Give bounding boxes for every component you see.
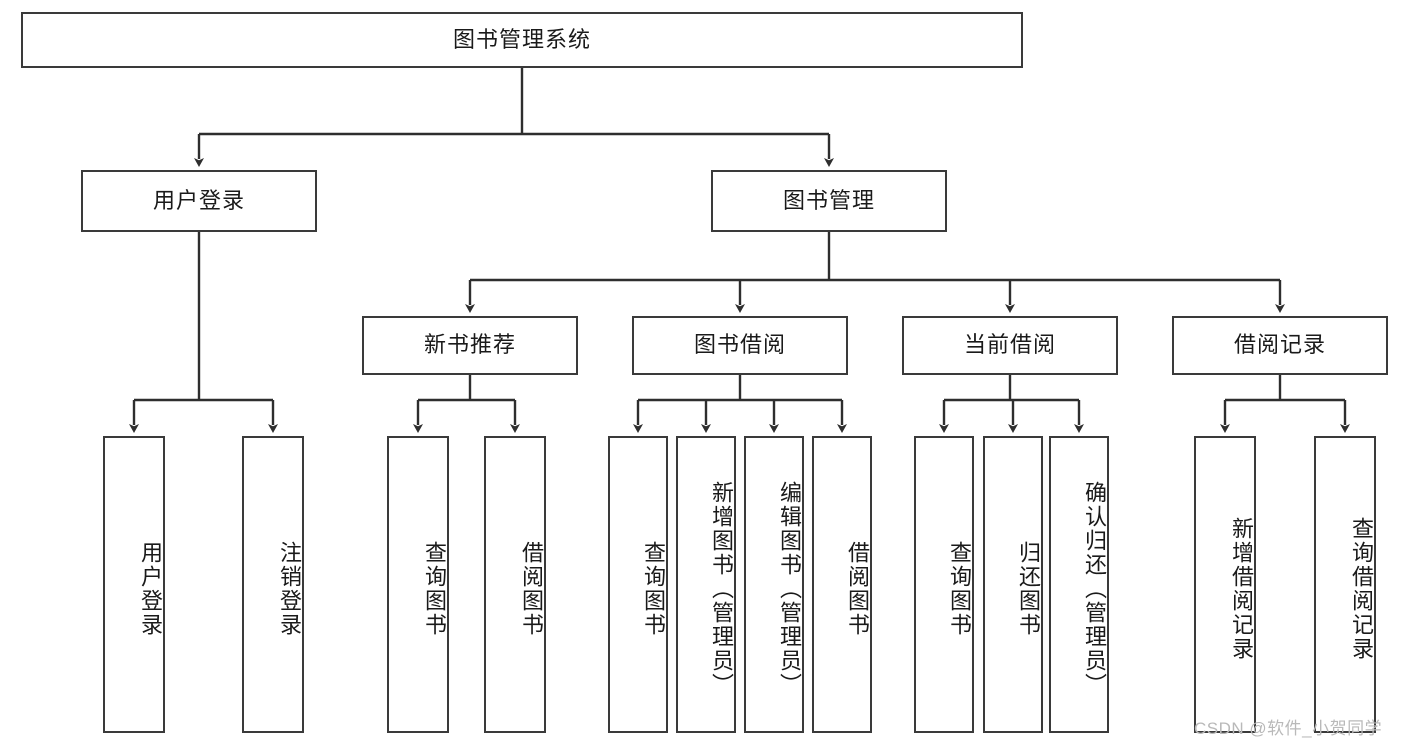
node-label: 注销登录 — [277, 540, 302, 637]
node-label: 归还图书 — [1016, 540, 1041, 637]
node-label: 新增借阅记录 — [1229, 516, 1254, 661]
node-label: 查询图书 — [641, 540, 666, 637]
node-leaf-add-record[interactable]: 新增借阅记录 — [1194, 436, 1256, 733]
node-new-book-rec[interactable]: 新书推荐 — [362, 316, 578, 375]
node-book-borrow[interactable]: 图书借阅 — [632, 316, 848, 375]
node-label: 图书管理系统 — [452, 26, 591, 52]
node-leaf-user-login[interactable]: 用户登录 — [103, 436, 165, 733]
node-label: 用户登录 — [138, 540, 163, 637]
node-label: 图书管理 — [782, 187, 875, 213]
node-leaf-confirm-return[interactable]: 确认归还（管理员） — [1049, 436, 1109, 733]
node-leaf-edit-book[interactable]: 编辑图书（管理员） — [744, 436, 804, 733]
node-label: 确认归还（管理员） — [1082, 480, 1107, 697]
node-leaf-query-book-2[interactable]: 查询图书 — [608, 436, 668, 733]
node-leaf-query-record[interactable]: 查询借阅记录 — [1314, 436, 1376, 733]
node-root[interactable]: 图书管理系统 — [21, 12, 1023, 68]
node-label: 新书推荐 — [423, 332, 516, 358]
node-leaf-return-book[interactable]: 归还图书 — [983, 436, 1043, 733]
watermark: CSDN @软件_小贺同学 — [1194, 719, 1383, 738]
node-leaf-borrow-book-2[interactable]: 借阅图书 — [812, 436, 872, 733]
node-current-borrow[interactable]: 当前借阅 — [902, 316, 1118, 375]
node-label: 借阅图书 — [845, 540, 870, 637]
node-label: 查询图书 — [422, 540, 447, 637]
node-book-admin[interactable]: 图书管理 — [711, 170, 947, 232]
node-label: 图书借阅 — [693, 332, 786, 358]
node-leaf-borrow-book-1[interactable]: 借阅图书 — [484, 436, 546, 733]
node-borrow-record[interactable]: 借阅记录 — [1172, 316, 1388, 375]
node-label: 编辑图书（管理员） — [777, 480, 802, 697]
node-label: 查询图书 — [947, 540, 972, 637]
node-leaf-query-book-3[interactable]: 查询图书 — [914, 436, 974, 733]
node-leaf-query-book-1[interactable]: 查询图书 — [387, 436, 449, 733]
node-label: 新增图书（管理员） — [709, 480, 734, 697]
node-leaf-add-book[interactable]: 新增图书（管理员） — [676, 436, 736, 733]
node-leaf-user-logout[interactable]: 注销登录 — [242, 436, 304, 733]
node-label: 当前借阅 — [963, 332, 1056, 358]
node-label: 用户登录 — [152, 187, 245, 213]
node-label: 借阅图书 — [519, 540, 544, 637]
node-user-login[interactable]: 用户登录 — [81, 170, 317, 232]
node-label: 借阅记录 — [1233, 332, 1326, 358]
node-label: 查询借阅记录 — [1349, 516, 1374, 661]
